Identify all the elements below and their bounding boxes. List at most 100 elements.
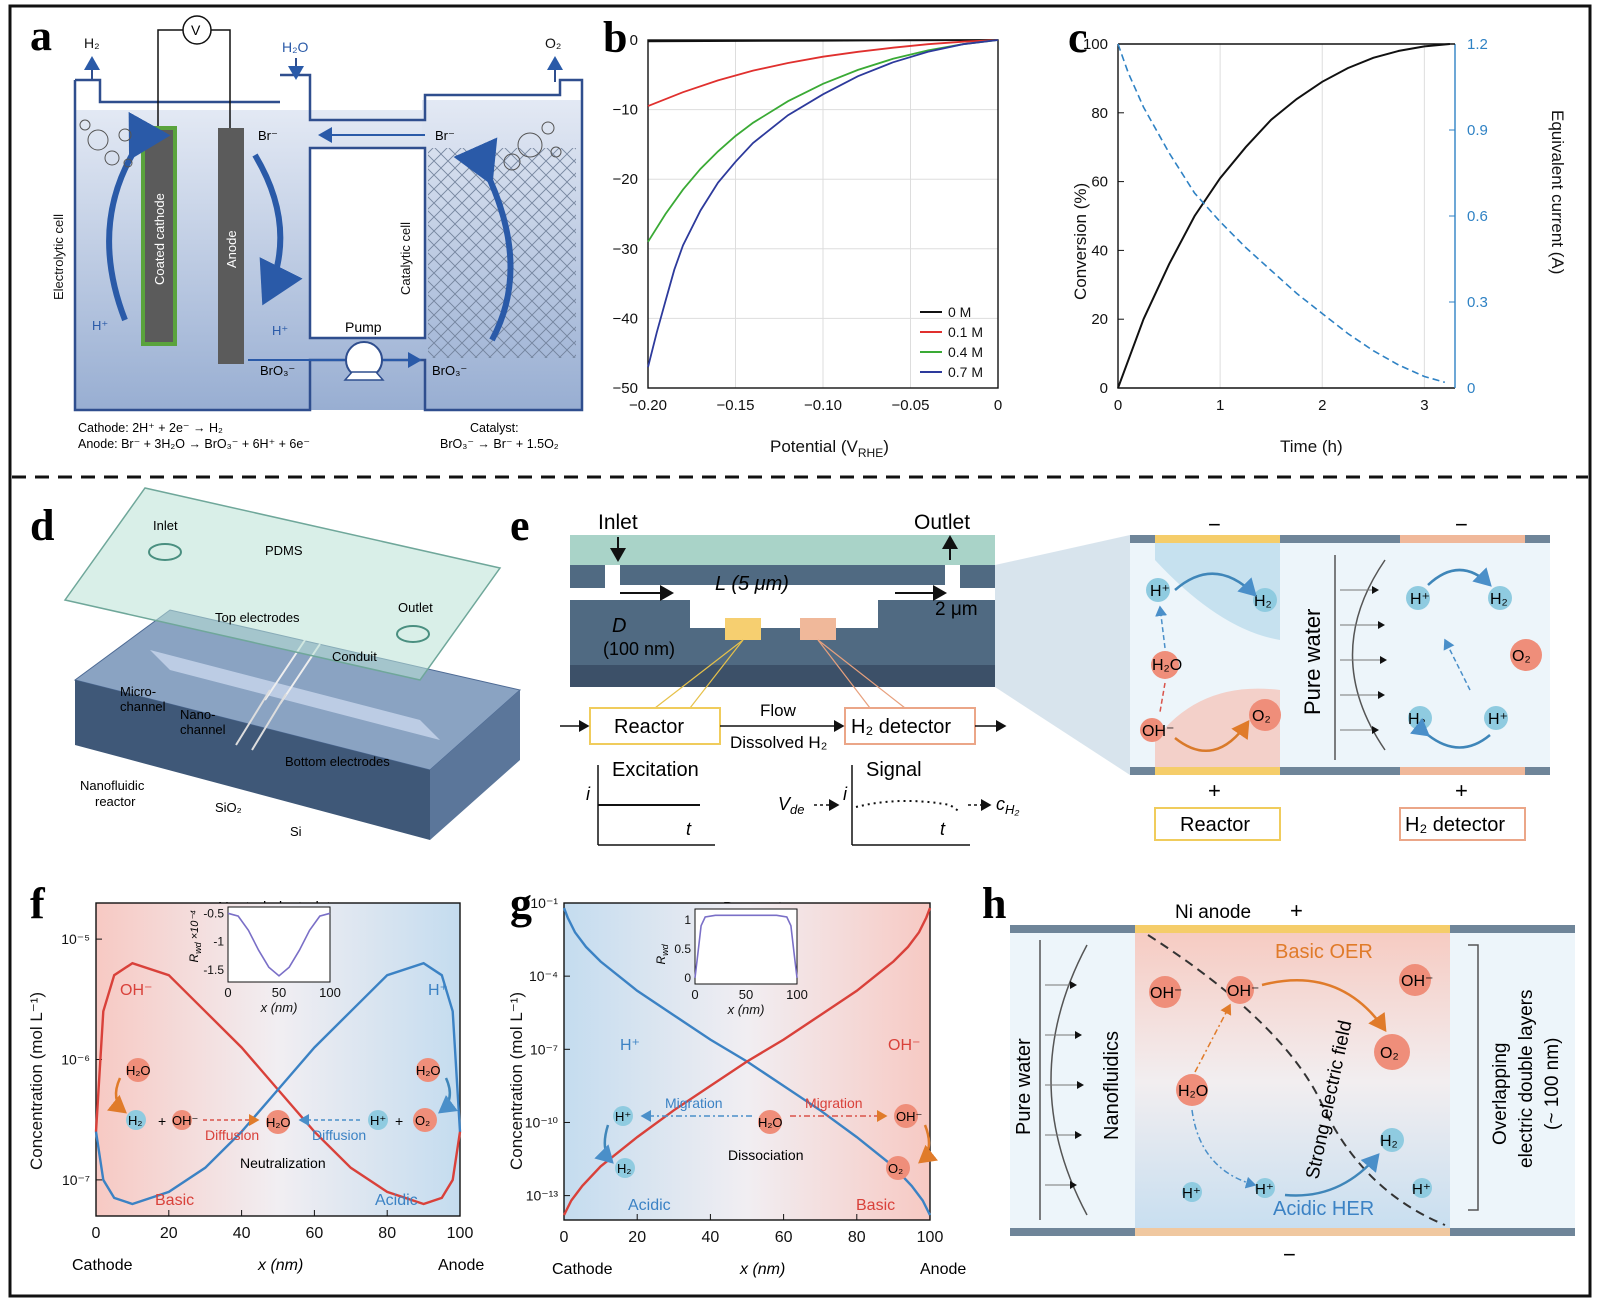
f-basic: Basic xyxy=(155,1192,194,1209)
chart-b-legend-label: 0 M xyxy=(948,304,971,320)
chart-b-legend-label: 0.1 M xyxy=(948,324,983,340)
hplus-left-label: H⁺ xyxy=(92,318,108,333)
chart-f-xlabel: x (nm) xyxy=(257,1257,303,1274)
e-D-label: D xyxy=(612,615,626,637)
f-acidic: Acidic xyxy=(375,1192,418,1209)
anode-electrode xyxy=(218,128,244,364)
chart-f-inset-ytick: -1.5 xyxy=(203,963,224,977)
panel-label-b: b xyxy=(603,13,627,62)
e-hplus-3: H⁺ xyxy=(1488,711,1508,728)
bro3-left-label: BrO₃⁻ xyxy=(260,363,295,378)
e-excitation-i: i xyxy=(586,784,591,804)
d-nanofluidic2: reactor xyxy=(95,794,136,809)
e-reactor-electrode xyxy=(725,618,761,640)
chart-g-ytick: 10⁻¹⁰ xyxy=(525,1114,559,1130)
h-o2: O₂ xyxy=(1380,1045,1399,1062)
e-h2-1: H₂ xyxy=(1254,593,1272,610)
chart-f-ytick: 10⁻⁵ xyxy=(61,931,90,947)
hplus-right-label: H⁺ xyxy=(272,323,288,338)
chart-f-inset-line xyxy=(227,912,331,977)
e-h2-3: H₂ xyxy=(1408,711,1426,728)
d-pdms-label: PDMS xyxy=(265,543,303,558)
inlet-port-icon xyxy=(148,543,182,561)
chart-g-inset-ytick: 0.5 xyxy=(674,942,691,956)
g-hplus-label: H⁺ xyxy=(620,1037,640,1054)
panel-f: f Neutral electrolyte 02040608010010⁻⁷10… xyxy=(27,879,484,1274)
e-minus-left: − xyxy=(1208,512,1221,537)
chart-g-inset-xtick: 0 xyxy=(691,987,698,1002)
chart-f-xtick: 80 xyxy=(378,1225,396,1242)
chart-c-series-line xyxy=(1117,43,1450,389)
g-h2o: H₂O xyxy=(758,1115,783,1130)
chart-b-ytick: −40 xyxy=(613,310,638,327)
e-excitation-t: t xyxy=(686,819,692,839)
f-o2: O₂ xyxy=(415,1113,430,1128)
panel-label-e: e xyxy=(510,501,530,550)
e-excitation-label: Excitation xyxy=(612,759,699,781)
e-detector-electrode xyxy=(800,618,836,640)
anode-equation: Anode: Br⁻ + 3H₂O → BrO₃⁻ + 6H⁺ + 6e⁻ xyxy=(78,437,310,451)
e-h2o-1: H₂O xyxy=(1152,657,1182,674)
chart-g-cathode: Cathode xyxy=(552,1261,613,1278)
chart-g-inset-ytick: 1 xyxy=(684,913,691,927)
chart-f-inset-frame xyxy=(227,906,331,983)
panel-h: h Ni anode + − Pure water Nanofluidics S… xyxy=(982,879,1575,1267)
chart-b-xtick: −0.20 xyxy=(629,397,667,414)
e-outlet-label: Outlet xyxy=(914,511,970,534)
g-o2: O₂ xyxy=(888,1161,903,1176)
e-pure-water-label: Pure water xyxy=(1300,609,1325,715)
e-detector-legend: H₂ detector xyxy=(1405,814,1505,836)
h-pure-water: Pure water xyxy=(1013,1038,1035,1135)
chart-c-ytick: 80 xyxy=(1091,105,1108,122)
coated-cathode-label: Coated cathode xyxy=(152,193,167,285)
chart-c-xtick: 0 xyxy=(1114,397,1122,414)
e-reactor-box xyxy=(589,707,721,745)
g-migration-left: Migration xyxy=(665,1095,723,1111)
g-h2: H₂ xyxy=(617,1161,631,1176)
catalyst-label: Catalyst: xyxy=(470,421,519,435)
chart-g-inset-xtick: 100 xyxy=(786,987,808,1002)
voltmeter-label: V xyxy=(191,22,201,38)
chart-c-y2tick: 0.3 xyxy=(1467,294,1488,311)
voltmeter-icon xyxy=(182,15,212,45)
d-conduit-label: Conduit xyxy=(332,649,377,664)
f-oh-mol: OH⁻ xyxy=(172,1113,198,1128)
e-ch2-label: cH₂ xyxy=(996,794,1019,817)
chart-c-y2tick: 0.9 xyxy=(1467,122,1488,139)
e-flow-profile xyxy=(1351,559,1386,751)
f-neutralization: Neutralization xyxy=(240,1155,326,1171)
g-oh-mol: OH⁻ xyxy=(896,1109,922,1124)
chart-f-xtick: 0 xyxy=(92,1225,101,1242)
panel-label-c: c xyxy=(1068,13,1088,62)
chart-b-series-line xyxy=(647,39,999,368)
catalyst-cycle-arrow xyxy=(453,137,514,342)
e-signal-label: Signal xyxy=(866,759,922,781)
d-sio2-label: SiO₂ xyxy=(215,800,242,815)
pdms-layer xyxy=(63,487,502,681)
chart-b-legend-label: 0.4 M xyxy=(948,344,983,360)
chart-f-xtick: 20 xyxy=(160,1225,178,1242)
g-dissociation: Dissociation xyxy=(728,1147,803,1163)
chart-b-xtick: −0.05 xyxy=(892,397,930,414)
h-edl-1: Overlapping xyxy=(1490,1043,1511,1145)
chart-f-inset-xlabel: x (nm) xyxy=(260,1000,298,1015)
voltmeter-wire xyxy=(157,29,231,128)
f-h2o-center: H₂O xyxy=(266,1115,291,1130)
e-plus-left: + xyxy=(1208,778,1221,803)
outlet-port-icon xyxy=(396,625,430,643)
h-edl-2: electric double layers xyxy=(1516,990,1537,1168)
anode-cycle-arrow xyxy=(252,153,303,306)
chart-c-y2tick: 1.2 xyxy=(1467,36,1488,53)
e-dissolved-label: Dissolved H₂ xyxy=(730,733,827,752)
h2-outlet-label: H₂ xyxy=(84,35,100,51)
chart-g-ytick: 10⁻⁷ xyxy=(530,1041,558,1057)
chart-g-inset-xlabel: x (nm) xyxy=(727,1002,765,1017)
e-plus-right: + xyxy=(1455,778,1468,803)
e-signal-t: t xyxy=(940,819,946,839)
pump-label: Pump xyxy=(345,319,382,335)
e-flow-label: Flow xyxy=(760,701,797,720)
chart-c-ytick: 20 xyxy=(1091,311,1108,328)
chart-c-y2tick: 0 xyxy=(1467,380,1475,397)
chart-g-inset-frame xyxy=(694,908,798,985)
